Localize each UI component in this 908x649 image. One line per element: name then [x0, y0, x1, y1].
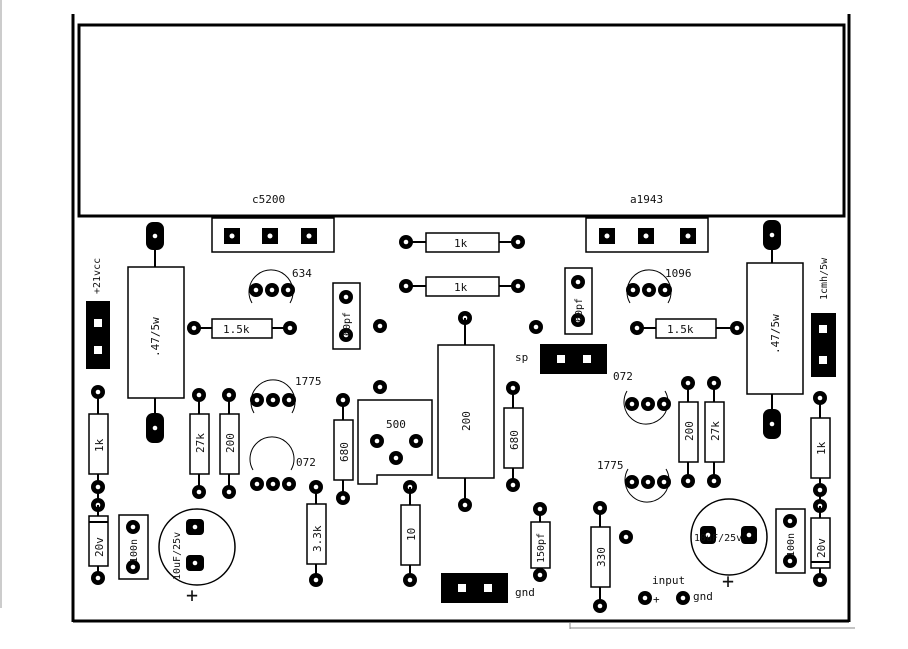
- label-500: 500: [386, 418, 406, 431]
- label-1k-left: 1k: [93, 438, 106, 452]
- transistor-1096: [626, 269, 672, 304]
- resistor-200-center: [437, 318, 495, 512]
- pad: [638, 591, 652, 605]
- trimmer-500: [357, 380, 433, 494]
- label-150pf: 150pf: [536, 533, 547, 563]
- label-input: input: [652, 574, 685, 587]
- resistor-27k-right: [704, 376, 725, 488]
- label-coil: 1cmh/5w: [819, 257, 830, 300]
- pad: [529, 320, 543, 334]
- label-1k-right: 1k: [815, 441, 828, 455]
- resistor-1-5k-right: [630, 318, 744, 339]
- transistor-a1943: [585, 217, 709, 253]
- label-1096: 1096: [665, 267, 692, 280]
- resistor-1-5k-left: [187, 318, 297, 339]
- transistor-072-right: [623, 390, 671, 425]
- capacitor-100n-left: [118, 514, 149, 580]
- transistor-072-left: [249, 436, 296, 491]
- transistor-c5200: [211, 217, 335, 253]
- label-10: 10: [405, 528, 418, 541]
- label-200-left: 200: [224, 433, 237, 453]
- label-gnd-center: gnd: [515, 586, 535, 599]
- label-60pf-left: 60pf: [342, 312, 353, 336]
- label-1775-left: 1775: [295, 375, 322, 388]
- label-680-left: 680: [338, 442, 351, 462]
- connector-speaker: [540, 344, 607, 374]
- capacitor-100n-right: [775, 508, 806, 574]
- label-cap-left: 10uF/25v: [172, 532, 183, 580]
- label-1-5k-right: 1.5k: [667, 323, 694, 336]
- label-20v-left: 20v: [93, 537, 106, 557]
- resistor-680-right: [503, 381, 524, 492]
- label-rp-right: .47/5w: [769, 314, 782, 354]
- label-27k-right: 27k: [709, 421, 722, 441]
- connector-gnd: [441, 573, 508, 603]
- pad: [676, 591, 690, 605]
- label-200-right: 200: [683, 421, 696, 441]
- label-27k-left: 27k: [194, 433, 207, 453]
- label-634: 634: [292, 267, 312, 280]
- resistor-10: [400, 487, 421, 587]
- label-072-left: 072: [296, 456, 316, 469]
- capacitor-60pf-right: [564, 267, 593, 335]
- pad: [619, 530, 633, 544]
- resistor-680-left: [333, 393, 354, 505]
- resistor-1k-top: [399, 232, 525, 253]
- heatsink-outline: [77, 23, 846, 218]
- label-cap-plus-left: +: [186, 583, 198, 607]
- zener-20v-left: [88, 505, 109, 585]
- resistor-1k-left: [88, 385, 109, 512]
- resistor-200-left: [219, 388, 240, 499]
- label-r-1k-mid: 1k: [454, 281, 468, 294]
- connector-supply: [86, 301, 110, 369]
- label-60pf-right: 60pf: [574, 298, 585, 322]
- label-input-plus: +: [653, 593, 660, 606]
- label-supply: +21vcc: [92, 258, 103, 294]
- label-3-3k: 3.3k: [311, 525, 324, 552]
- label-c5200: c5200: [252, 193, 285, 206]
- resistor-3-3k: [306, 480, 327, 587]
- label-sp: sp: [515, 351, 528, 364]
- label-gnd-input: gnd: [693, 590, 713, 603]
- resistor-emitter-right: [746, 220, 804, 439]
- zener-20v-right: [810, 506, 831, 587]
- capacitor-electrolytic-left: [158, 508, 236, 586]
- resistor-1k-right: [810, 391, 831, 513]
- transistor-1775-right: [624, 468, 671, 503]
- capacitor-150pf: [530, 502, 551, 582]
- resistor-1k-mid: [399, 276, 525, 297]
- label-1-5k-left: 1.5k: [223, 323, 250, 336]
- resistor-330: [590, 501, 611, 613]
- label-r-1k-top: 1k: [454, 237, 468, 250]
- label-680-right: 680: [508, 430, 521, 450]
- label-cap-right: 10uF/25v: [694, 533, 742, 544]
- label-072-right: 072: [613, 370, 633, 383]
- label-330: 330: [595, 547, 608, 567]
- label-100n-left: 100n: [129, 539, 140, 563]
- pad: [373, 319, 387, 333]
- label-100n-right: 100n: [786, 533, 797, 557]
- label-a1943: a1943: [630, 193, 663, 206]
- capacitor-60pf-left: [332, 282, 361, 350]
- label-cap-plus-right: +: [722, 569, 734, 593]
- resistor-27k-left: [189, 388, 210, 499]
- transistor-634: [248, 269, 295, 304]
- label-200-center: 200: [460, 411, 473, 431]
- resistor-200-right: [678, 376, 699, 488]
- label-rp-left: .47/5w: [149, 317, 162, 357]
- transistor-1775-left: [250, 379, 296, 414]
- capacitor-electrolytic-right: [690, 498, 768, 576]
- resistor-emitter-left: [127, 222, 185, 443]
- label-20v-right: 20v: [815, 538, 828, 558]
- connector-coil: [811, 313, 836, 377]
- label-1775-right: 1775: [597, 459, 624, 472]
